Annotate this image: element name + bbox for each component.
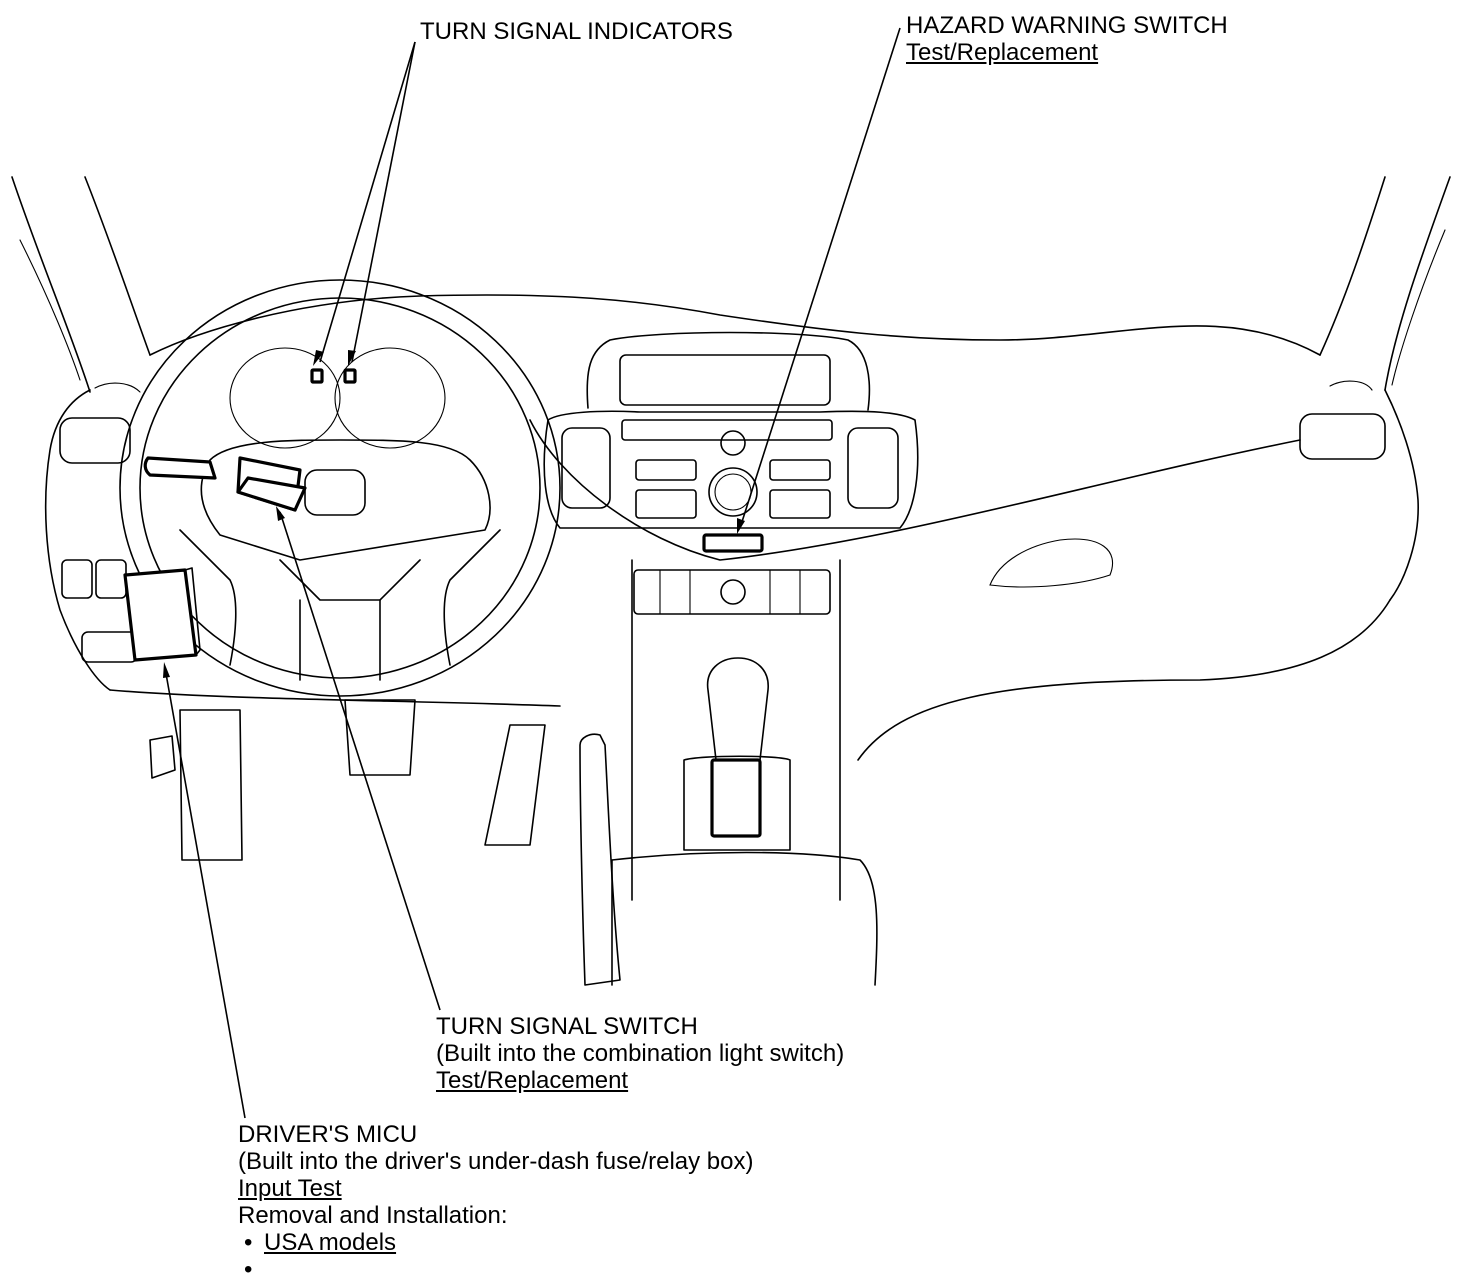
center-stack bbox=[543, 331, 919, 901]
hazard-test-replacement-link[interactable]: Test/Replacement bbox=[906, 39, 1099, 66]
bullet-dot-icon: • bbox=[244, 1256, 253, 1283]
leader-drivers-micu bbox=[163, 662, 246, 1119]
left-a-pillar bbox=[11, 176, 151, 393]
bullet-item: • bbox=[238, 1256, 754, 1283]
right-turn-indicator bbox=[343, 368, 357, 384]
callout-hazard-warning-switch: HAZARD WARNING SWITCH Test/Replacement bbox=[906, 12, 1228, 66]
leader-turn-signal-switch bbox=[276, 506, 441, 1011]
callout-drivers-micu: DRIVER'S MICU (Built into the driver's u… bbox=[238, 1121, 754, 1283]
removal-installation-heading: Removal and Installation: bbox=[238, 1202, 508, 1229]
combination-switch bbox=[143, 456, 307, 512]
turn-signal-test-replacement-link[interactable]: Test/Replacement bbox=[436, 1067, 629, 1094]
drivers-micu-title: DRIVER'S MICU bbox=[238, 1121, 418, 1148]
callout-turn-signal-indicators: TURN SIGNAL INDICATORS bbox=[420, 18, 733, 45]
drivers-micu-box bbox=[123, 567, 201, 662]
bullet-dot-icon: • bbox=[244, 1229, 253, 1256]
steering-wheel bbox=[119, 279, 561, 697]
leader-hazard-warning-switch bbox=[737, 27, 901, 534]
parking-brake bbox=[579, 733, 621, 986]
turn-signal-indicators-title: TURN SIGNAL INDICATORS bbox=[420, 18, 733, 45]
leader-turn-signal-indicators bbox=[313, 41, 416, 366]
turn-signal-switch-title: TURN SIGNAL SWITCH bbox=[436, 1013, 698, 1040]
bullet-item: • USA models bbox=[238, 1229, 754, 1256]
hazard-warning-switch-title: HAZARD WARNING SWITCH bbox=[906, 12, 1228, 39]
left-turn-indicator bbox=[310, 368, 324, 384]
pedals bbox=[149, 699, 546, 861]
dashboard-body bbox=[44, 294, 1419, 761]
usa-models-link[interactable]: USA models bbox=[264, 1229, 397, 1256]
drivers-micu-note: (Built into the driver's under-dash fuse… bbox=[238, 1148, 754, 1175]
turn-signal-switch-note: (Built into the combination light switch… bbox=[436, 1040, 845, 1067]
shift-console bbox=[611, 657, 878, 986]
hazard-switch-marker bbox=[702, 533, 764, 553]
input-test-link[interactable]: Input Test bbox=[238, 1175, 342, 1202]
callout-turn-signal-switch: TURN SIGNAL SWITCH (Built into the combi… bbox=[436, 1013, 844, 1094]
right-a-pillar bbox=[1319, 176, 1451, 391]
